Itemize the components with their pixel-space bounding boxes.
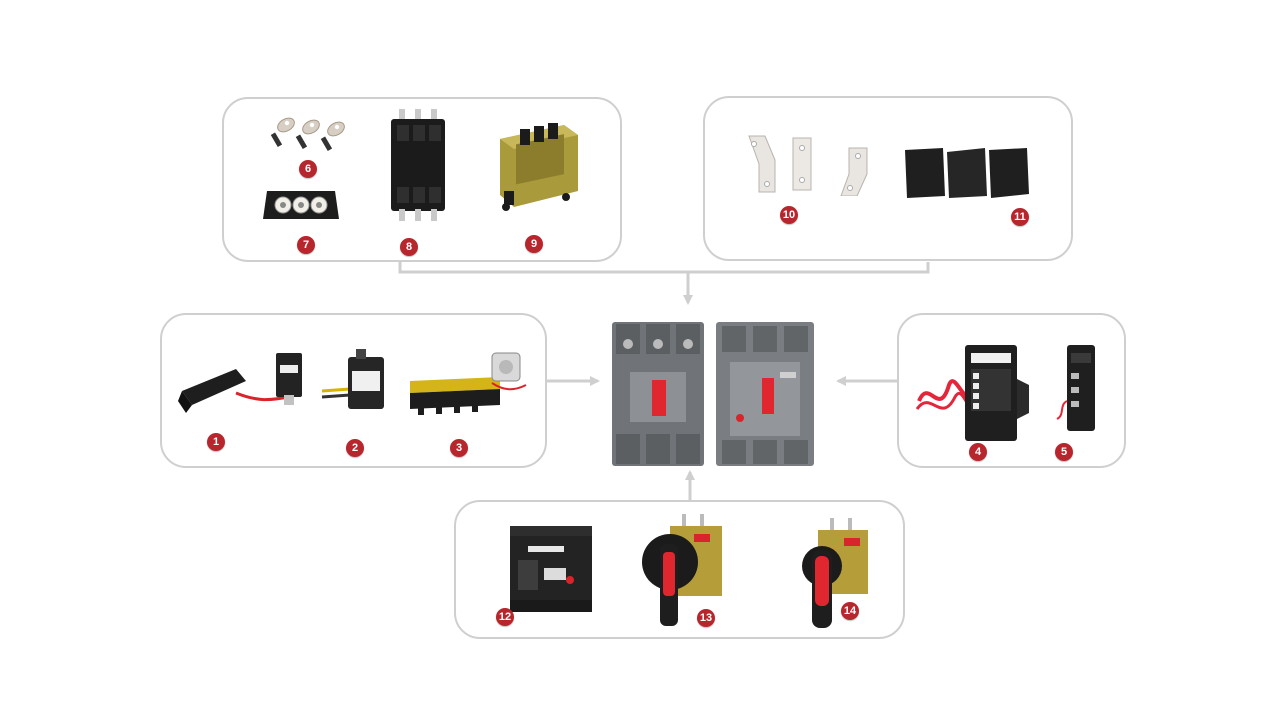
panel-alarm-accessories: 4 5: [897, 313, 1126, 468]
panel-internal-accessories: 1 2 3: [160, 313, 547, 468]
rear-connection-base-icon: [387, 109, 449, 226]
auxiliary-contact-icon: [320, 349, 396, 420]
item-number-badge: 10: [780, 206, 798, 224]
item-number-badge: 8: [400, 238, 418, 256]
plug-in-withdrawable-base-icon: [494, 121, 582, 218]
item-number-badge: 12: [496, 608, 514, 626]
panel-operating-mechanisms: 12 13 14: [454, 500, 905, 639]
item-number-badge: 2: [346, 439, 364, 457]
molded-case-circuit-breaker-front-icon: [716, 322, 816, 473]
extended-rotary-handle-icon: [800, 516, 870, 635]
alarm-contact-module-icon: [915, 339, 1033, 448]
motor-operating-mechanism-icon: [506, 522, 596, 623]
item-number-badge: 14: [841, 602, 859, 620]
item-number-badge: 9: [525, 235, 543, 253]
extension-busbar-icon: [745, 134, 871, 201]
item-number-badge: 11: [1011, 208, 1029, 226]
item-number-badge: 4: [969, 443, 987, 461]
item-number-badge: 6: [299, 160, 317, 178]
auxiliary-alarm-module-icon: [1051, 343, 1099, 438]
item-number-badge: 3: [450, 439, 468, 457]
item-number-badge: 7: [297, 236, 315, 254]
molded-case-circuit-breaker-icon: [612, 322, 708, 473]
rotary-handle-icon: [638, 512, 724, 633]
panel-busbar-accessories: 10 11: [703, 96, 1073, 261]
undervoltage-release-icon: [408, 347, 532, 426]
panel-connection-accessories: 6 7 8: [222, 97, 622, 262]
item-number-badge: 5: [1055, 443, 1073, 461]
item-number-badge: 13: [697, 609, 715, 627]
item-number-badge: 1: [207, 433, 225, 451]
top-connector-bracket: [398, 262, 930, 274]
terminal-cover-block-icon: [261, 185, 341, 230]
phase-barrier-plates-icon: [903, 146, 1031, 205]
shunt-trip-coil-icon: [176, 347, 306, 430]
copper-lug-terminals-icon: [264, 111, 356, 160]
